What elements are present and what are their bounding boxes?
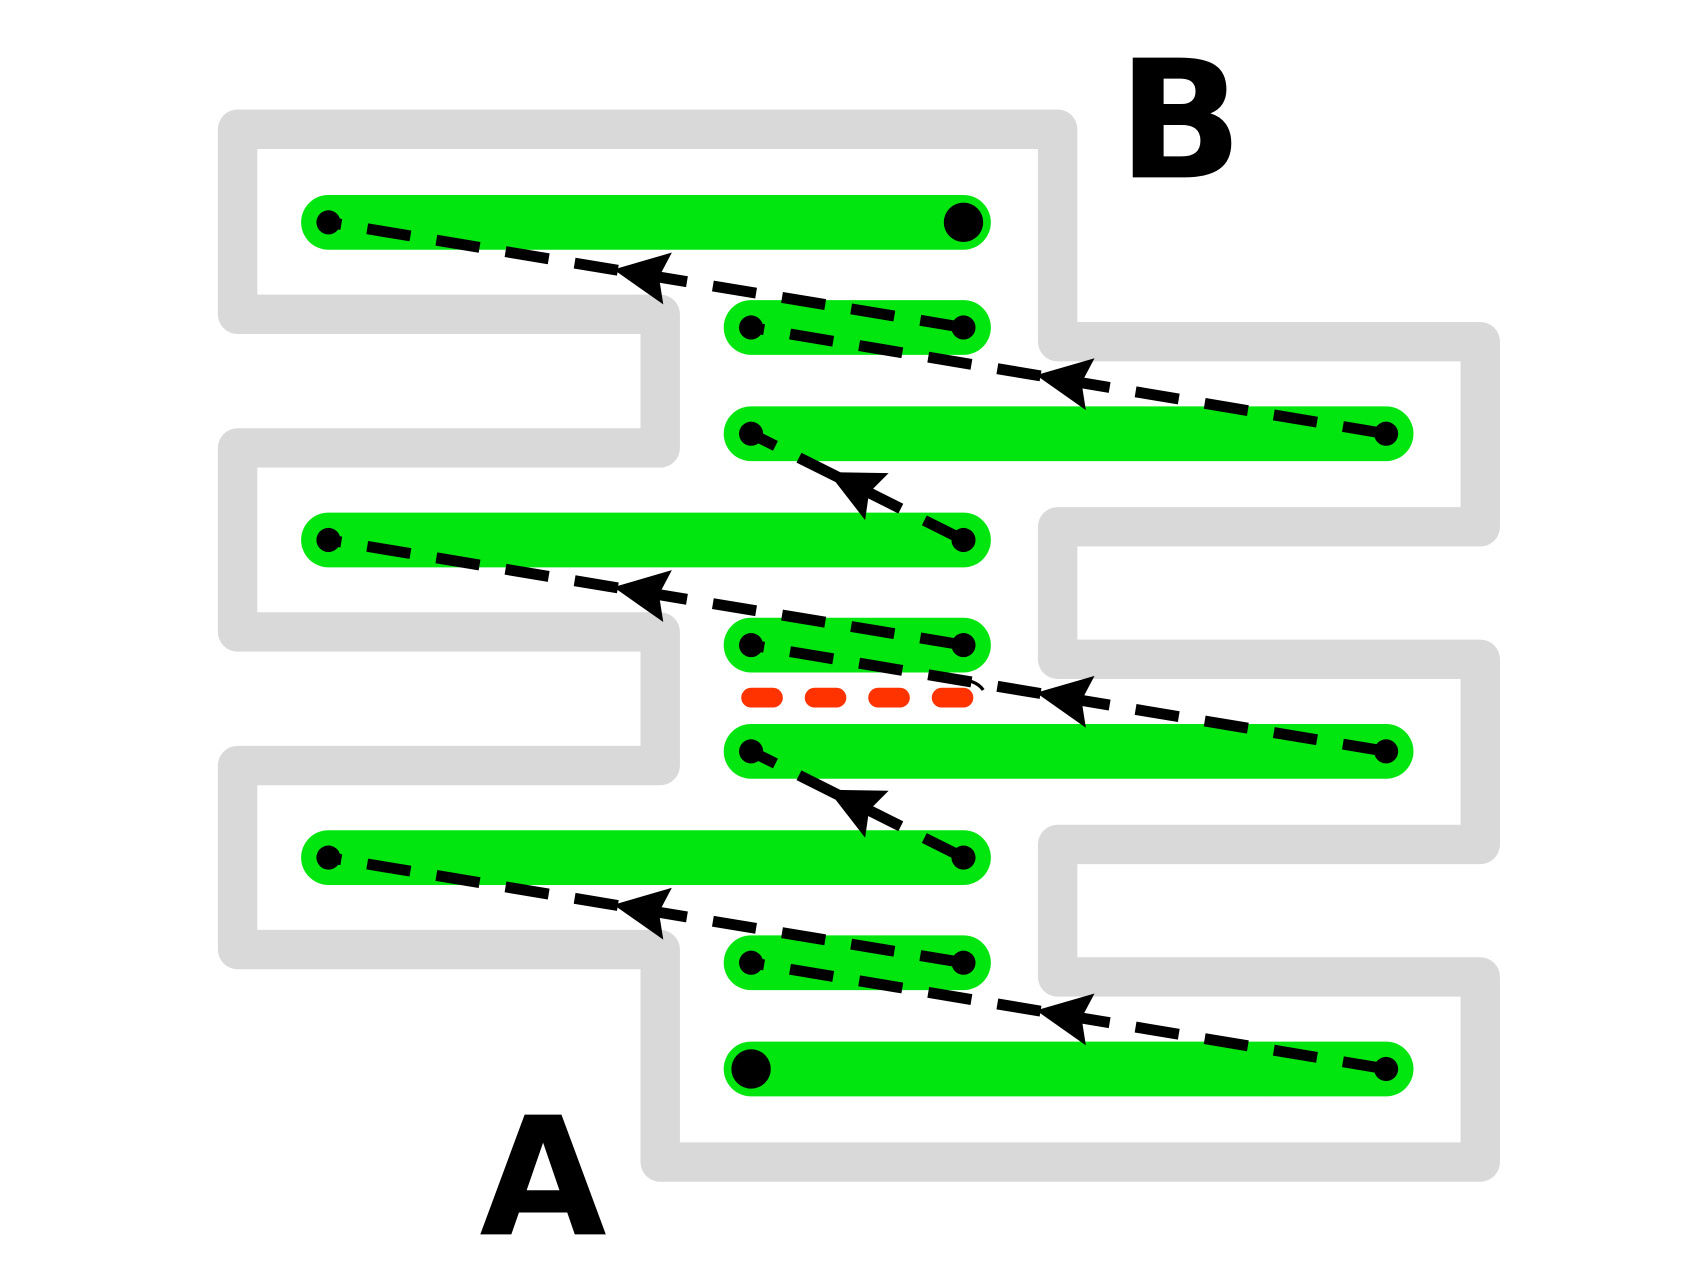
arrow-head-icon	[1036, 993, 1095, 1046]
arrow-head-icon	[827, 472, 889, 521]
waypoint-dot	[739, 739, 764, 764]
dots-layer	[316, 202, 1399, 1089]
waypoint-dot	[951, 845, 976, 870]
waypoint-dot	[739, 421, 764, 446]
arrow-head-icon	[613, 887, 672, 940]
jump-dashed-line	[748, 746, 966, 863]
end-point-dot	[943, 202, 984, 243]
waypoint-dot	[739, 633, 764, 658]
corridor-outline	[217, 109, 1500, 1182]
arrow-head-icon	[613, 252, 672, 305]
waypoint-dot	[739, 950, 764, 975]
arrow-head-icon	[1036, 358, 1095, 411]
bars-layer	[301, 194, 1414, 1097]
arrow-head-icon	[613, 570, 672, 623]
waypoint-dot	[739, 315, 764, 340]
arrow-head-icon	[827, 789, 889, 838]
label-end-b: B	[1118, 25, 1243, 216]
jumps-layer	[327, 216, 1388, 1075]
waypoint-dot	[951, 633, 976, 658]
arrow-head-icon	[1036, 675, 1095, 728]
waypoint-dot	[951, 950, 976, 975]
jump-dashed-line	[748, 428, 966, 545]
waypoint-dot	[1374, 739, 1399, 764]
waypoint-dot	[316, 210, 341, 235]
waypoint-dot	[1374, 1056, 1399, 1081]
waypoint-dot	[1374, 421, 1399, 446]
waypoint-dot	[951, 315, 976, 340]
waypoint-dot	[316, 845, 341, 870]
label-start-a: A	[480, 1082, 607, 1273]
start-point-dot	[731, 1049, 771, 1089]
waypoint-dot	[951, 527, 976, 552]
waypoint-dot	[316, 527, 341, 552]
